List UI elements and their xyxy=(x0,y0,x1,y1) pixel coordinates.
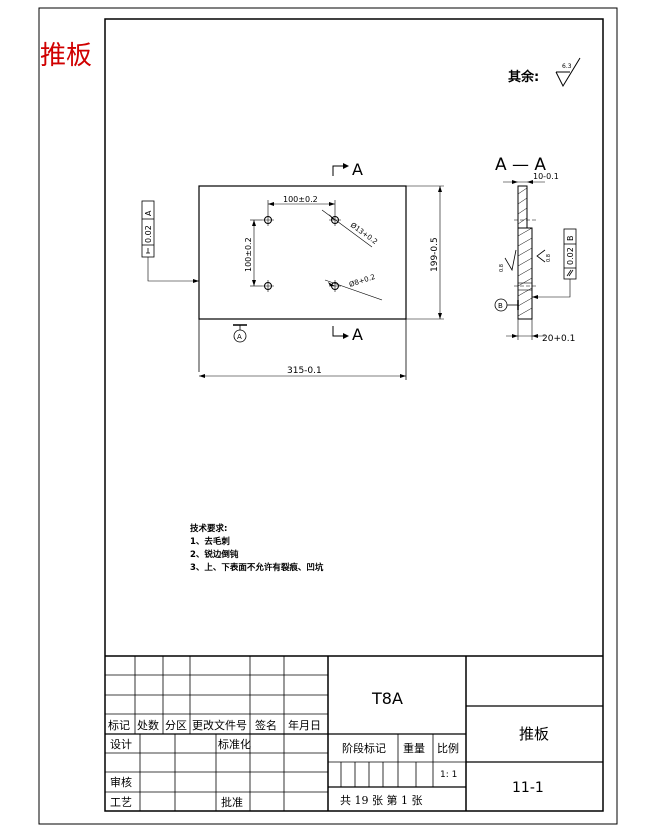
section-title: A — A xyxy=(495,155,546,175)
svg-text:A: A xyxy=(144,210,153,216)
dim-width: 315-0.1 xyxy=(287,366,322,376)
datum-b-symbol: B xyxy=(494,298,519,312)
perpendicularity-icon xyxy=(146,248,150,254)
header-date: 年月日 xyxy=(288,718,321,732)
dim-hole-small: Ø8+0.2 xyxy=(348,273,376,289)
roughness-left-icon xyxy=(504,249,517,272)
section-letter-bottom: A xyxy=(352,325,363,344)
svg-text:B: B xyxy=(498,302,503,310)
tech-requirements: 技术要求: 1、去毛刺 2、锐边倒钝 3、上、下表面不允许有裂痕、凹坑 xyxy=(190,523,324,573)
parallelism-icon xyxy=(566,269,574,277)
datum-a-symbol: A xyxy=(233,324,247,343)
corner-title: 推板 xyxy=(40,41,92,71)
svg-text:0.8: 0.8 xyxy=(499,264,505,272)
label-review: 审核 xyxy=(110,775,132,789)
dim-thickness-top: 10-0.1 xyxy=(533,172,559,181)
svg-text:A: A xyxy=(237,333,242,341)
section-cut-bottom xyxy=(332,326,343,337)
svg-text:0.02: 0.02 xyxy=(566,247,575,265)
general-roughness: 其余: 6.3 xyxy=(508,57,581,88)
tech-item: 3、上、下表面不允许有裂痕、凹坑 xyxy=(190,562,324,573)
title-block-text: T8A 推板 11-1 标记 处数 分区 更改文件号 签名 年月日 设计 标准化… xyxy=(108,689,549,809)
dim-hole-large: Ø13+0.2 xyxy=(349,221,379,246)
header-change-doc: 更改文件号 xyxy=(192,718,247,732)
section-letter-top: A xyxy=(352,160,363,179)
label-weight: 重量 xyxy=(403,741,425,755)
label-approve: 批准 xyxy=(221,795,243,809)
title-block xyxy=(105,655,603,811)
header-mark: 标记 xyxy=(108,718,130,732)
geometric-tolerance-front: A 0.02 xyxy=(141,200,199,283)
inner-border xyxy=(104,18,604,812)
label-scale: 比例 xyxy=(437,741,459,755)
section-lower-part xyxy=(517,227,533,320)
dim-height: 199-0.5 xyxy=(430,237,440,272)
tech-heading: 技术要求: xyxy=(190,523,227,534)
svg-text:B: B xyxy=(566,236,575,242)
section-hatch xyxy=(517,187,533,317)
material: T8A xyxy=(371,689,403,708)
part-name: 推板 xyxy=(519,725,549,743)
tech-item: 1、去毛刺 xyxy=(190,536,230,547)
dim-thickness-bottom: 20+0.1 xyxy=(542,334,575,344)
dim-hole-spacing-v: 100±0.2 xyxy=(244,237,253,272)
label-process: 工艺 xyxy=(110,796,132,809)
tech-item: 2、锐边倒钝 xyxy=(190,549,239,560)
front-view: A A 100±0.2 100±0.2 Ø13+0.2 xyxy=(141,160,444,380)
sheet-count: 共 19 张 第 1 张 xyxy=(340,793,422,807)
section-upper-part xyxy=(517,185,528,229)
hole-group xyxy=(262,214,341,292)
header-count: 处数 xyxy=(137,719,159,732)
plate-outline xyxy=(198,185,407,320)
dim-hole-spacing-h: 100±0.2 xyxy=(283,195,318,204)
roughness-symbol-icon xyxy=(555,57,581,88)
drawing-number: 11-1 xyxy=(512,780,544,796)
header-zone: 分区 xyxy=(165,719,187,732)
roughness-value: 6.3 xyxy=(562,63,572,70)
scale-value: 1: 1 xyxy=(440,770,457,780)
roughness-label: 其余: xyxy=(508,69,539,85)
label-standard: 标准化 xyxy=(218,737,251,751)
section-view: A — A 10-0.1 xyxy=(494,155,577,344)
geometric-tolerance-section: B 0.02 xyxy=(532,228,577,299)
roughness-right-icon xyxy=(536,249,546,263)
svg-text:0.8: 0.8 xyxy=(546,254,552,262)
header-signature: 签名 xyxy=(255,718,277,732)
label-design: 设计 xyxy=(110,738,132,751)
outer-border xyxy=(38,7,618,825)
label-stage-mark: 阶段标记 xyxy=(342,741,386,755)
svg-text:0.02: 0.02 xyxy=(144,225,153,243)
section-cut-top xyxy=(332,165,343,176)
